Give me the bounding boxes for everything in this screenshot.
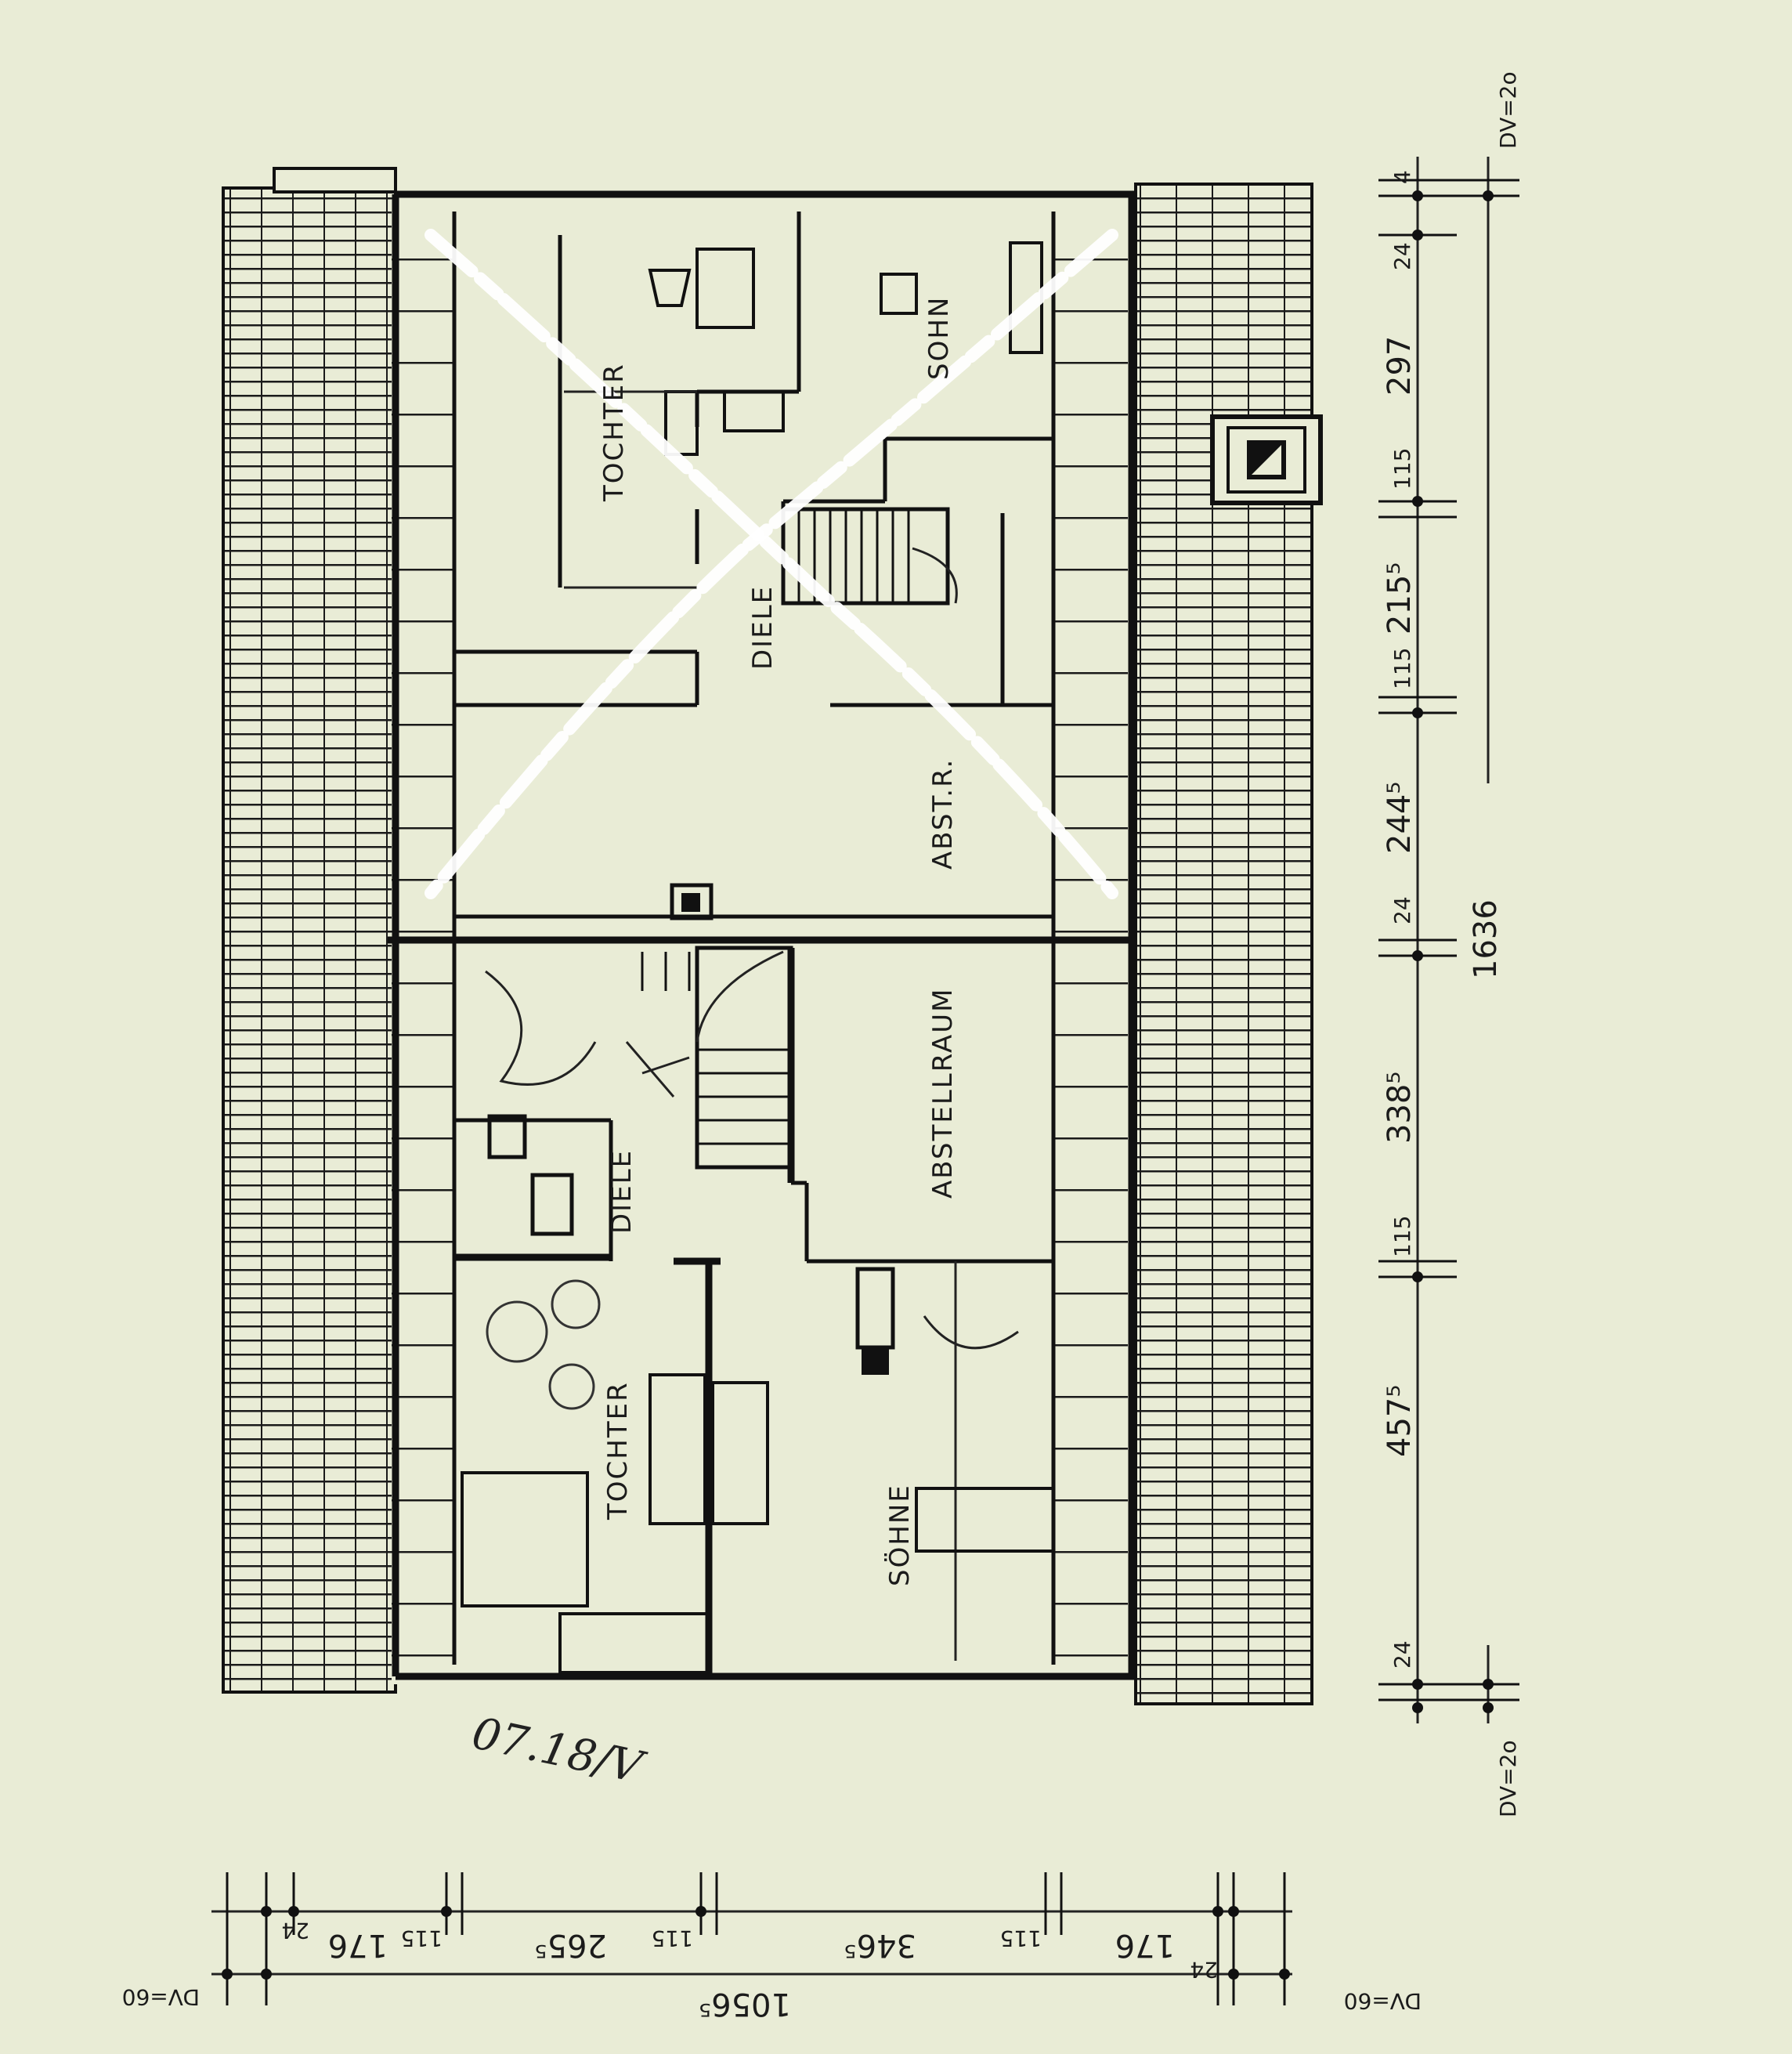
- lower-interior-walls: [454, 948, 1053, 1676]
- dim-right-4: 4: [1389, 170, 1415, 184]
- dim-bottom-3465: 346⁵: [844, 1927, 916, 1963]
- dim-bottom-24-a: 24: [281, 1918, 309, 1944]
- handwritten-note: 07.18/V: [468, 1708, 651, 1794]
- dv-label-bottom-left: DV=60: [1344, 1988, 1422, 2014]
- dim-right-115-c: 115: [1389, 1216, 1415, 1257]
- room-label-sohn-top: SOHN: [923, 296, 955, 380]
- room-label-sohne-bottom: SÖHNE: [883, 1484, 916, 1586]
- dv-label-top: DV=2o: [1495, 71, 1521, 149]
- dim-bottom-176-a: 176: [328, 1927, 388, 1963]
- roof-tiles-left: [222, 167, 397, 1694]
- dv-label-bottom-right: DV=60: [122, 1984, 200, 2010]
- rafters-left: [392, 212, 454, 1684]
- roof-tiles-right: [1134, 183, 1313, 1705]
- dimension-chain-right: 4 24 297 115 215⁵ 115 244⁵ 24 338⁵ 115 4…: [1378, 71, 1521, 1817]
- dim-right-2445: 244⁵: [1382, 782, 1418, 854]
- dim-right-24-mid: 24: [1389, 896, 1415, 924]
- chimney: [1210, 414, 1323, 505]
- dim-bottom-176-b: 176: [1115, 1927, 1175, 1963]
- dim-right-24-bottom: 24: [1389, 1640, 1415, 1669]
- room-label-diele-bottom: DIELE: [606, 1149, 638, 1234]
- room-label-abst-r: ABST.R.: [927, 758, 959, 870]
- erase-cross-mark: [425, 229, 1118, 899]
- dim-right-115-b: 115: [1389, 648, 1415, 689]
- dim-right-115-a: 115: [1389, 448, 1415, 490]
- middle-partition: [388, 914, 1136, 944]
- dim-right-297: 297: [1382, 336, 1418, 396]
- dim-right-24-top: 24: [1389, 242, 1415, 270]
- dim-right-3385: 338⁵: [1382, 1072, 1418, 1144]
- lower-staircase: [641, 946, 793, 1170]
- lower-furniture: [461, 970, 1055, 1674]
- exterior-walls: [392, 190, 1136, 1680]
- room-label-tochter-top: TOCHTER: [598, 363, 630, 502]
- dimension-chain-bottom: 24 176 115 265⁵ 115 346⁵ 115 176 24 1056…: [122, 1872, 1422, 2022]
- dim-bottom-total: 1056⁵: [699, 1986, 791, 2022]
- dim-bottom-115-b: 115: [652, 1926, 693, 1951]
- room-label-diele-top: DIELE: [747, 585, 779, 670]
- upper-furniture: [564, 248, 918, 920]
- rafters-right: [1053, 212, 1128, 1684]
- dim-bottom-24-b: 24: [1190, 1957, 1218, 1983]
- dim-bottom-2655: 265⁵: [535, 1927, 607, 1963]
- room-label-abstellraum: ABSTELLRAUM: [927, 988, 959, 1199]
- dim-right-2155: 215⁵: [1382, 562, 1418, 635]
- dim-right-total: 1636: [1468, 899, 1504, 979]
- room-label-tochter-bottom: TOCHTER: [602, 1381, 634, 1521]
- dim-bottom-115-a: 115: [401, 1926, 443, 1951]
- dv-label-bottom: DV=2o: [1495, 1740, 1521, 1817]
- dim-bottom-115-c: 115: [1000, 1926, 1042, 1951]
- dim-right-4575: 457⁵: [1382, 1385, 1418, 1457]
